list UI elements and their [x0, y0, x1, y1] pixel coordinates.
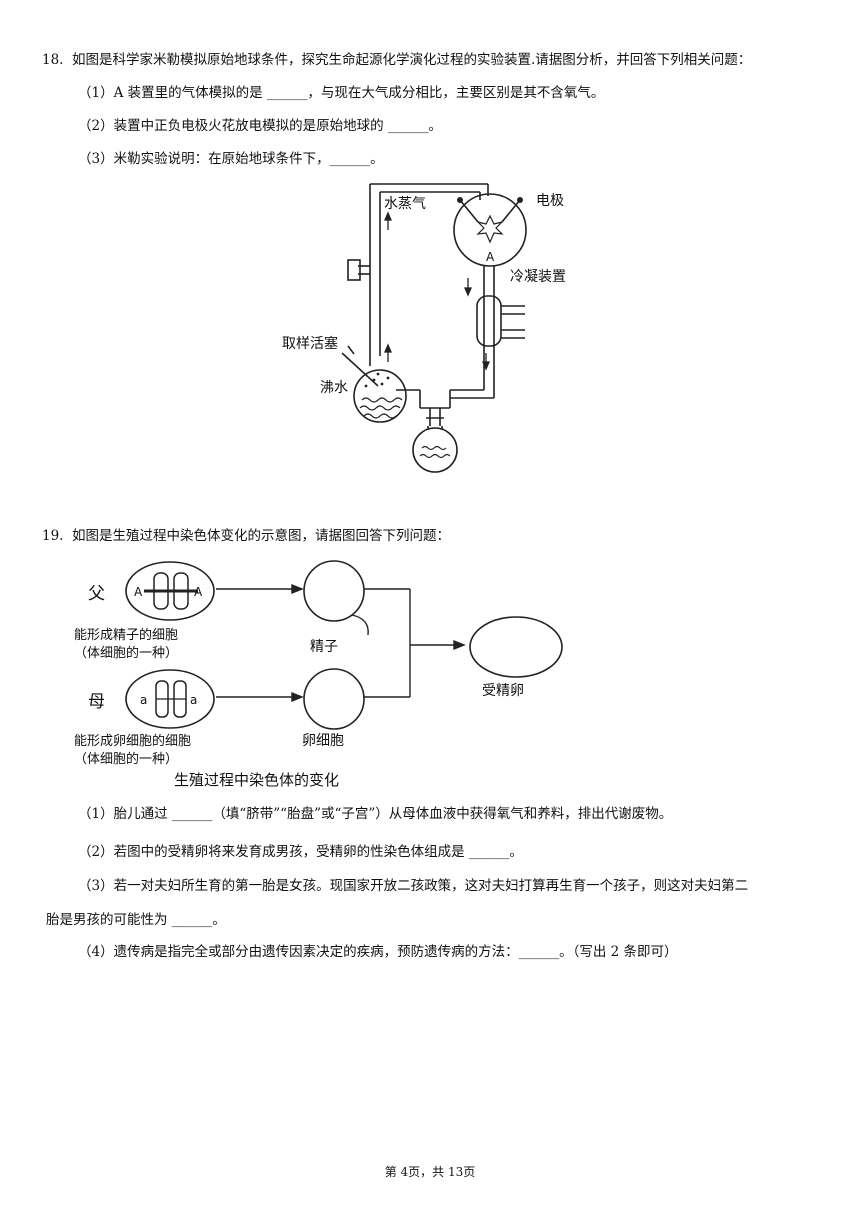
mother-gene-right: a	[190, 693, 197, 707]
q19-sub1: （1）胎儿通过 ______（填“脐带”“胎盘”或“子宫”）从母体血液中获得氧气…	[78, 806, 673, 822]
q19-stem: 19. 如图是生殖过程中染色体变化的示意图，请据图回答下列问题：	[42, 526, 450, 546]
label-mother-cell-line2: （体细胞的一种）	[74, 751, 178, 767]
q18-stem-text: 如图是科学家米勒模拟原始地球条件，探究生命起源化学演化过程的实验装置.请据图分析…	[72, 52, 752, 68]
label-egg: 卵细胞	[302, 733, 344, 749]
spark-icon	[476, 214, 504, 244]
q19-sub4: （4）遗传病是指完全或部分由遗传因素决定的疾病，预防遗传病的方法：______。…	[78, 944, 678, 960]
mother-cell	[125, 669, 215, 729]
label-boiling-water: 沸水	[320, 380, 348, 396]
label-father-cell-line2: （体细胞的一种）	[74, 645, 178, 661]
q19-sub3-line1: （3）若一对夫妇所生育的第一胎是女孩。现国家开放二孩政策，这对夫妇打算再生育一个…	[78, 878, 749, 894]
father-cell	[125, 561, 215, 621]
boiling-water-waves	[359, 397, 403, 419]
q19-number: 19.	[42, 528, 64, 544]
label-condenser: 冷凝装置	[510, 269, 566, 285]
arrow-to-egg	[291, 691, 304, 703]
q19-sub2: （2）若图中的受精卵将来发育成男孩，受精卵的性染色体组成是 ______。	[78, 844, 523, 860]
q18-sub2: （2）装置中正负电极火花放电模拟的是原始地球的 ______。	[78, 118, 442, 134]
label-father-cell-line1: 能形成精子的细胞	[74, 627, 178, 643]
father-gene-right: A	[194, 585, 203, 599]
q19-sub3-line2: 胎是男孩的可能性为 ______。	[46, 912, 226, 928]
egg-cell	[303, 668, 365, 730]
q18-number: 18.	[42, 52, 64, 68]
electrode-left	[459, 199, 479, 223]
q19-stem-text: 如图是生殖过程中染色体变化的示意图，请据图回答下列问题：	[72, 528, 450, 544]
collection-flask	[412, 427, 458, 473]
mother-gene-left: a	[140, 693, 147, 707]
label-sampling-valve: 取样活塞	[282, 335, 338, 352]
arrow-to-sperm	[291, 583, 304, 595]
label-mother: 母	[88, 692, 105, 712]
sampling-stopcock	[341, 352, 379, 387]
label-a: A	[486, 250, 495, 264]
label-sperm: 精子	[310, 639, 338, 655]
q18-stem: 18. 如图是科学家米勒模拟原始地球条件，探究生命起源化学演化过程的实验装置.请据…	[42, 50, 751, 70]
q18-sub1: （1）A 装置里的气体模拟的是 ______，与现在大气成分相比，主要区别是其不…	[78, 85, 605, 101]
zygote-cell	[469, 616, 563, 678]
figure-caption: 生殖过程中染色体的变化	[174, 771, 339, 789]
label-father: 父	[88, 584, 105, 604]
electrode-right	[501, 199, 521, 223]
condenser	[476, 295, 502, 347]
father-gene-left: A	[134, 585, 143, 599]
label-zygote: 受精卵	[482, 683, 524, 699]
boiling-flask	[353, 369, 407, 423]
chromosome-reproduction-figure: 父 母 A A a a 能形成精子的细胞 （体细胞的一种） 能形成卵细胞的细胞 …	[74, 560, 563, 789]
miller-apparatus-figure: 水蒸气 电极 A 冷凝装置 取样活塞 沸水	[282, 183, 566, 473]
flask-a	[453, 193, 527, 267]
side-tap	[347, 259, 361, 281]
label-steam: 水蒸气	[384, 196, 426, 212]
page-footer: 第 4页，共 13页	[384, 1165, 476, 1179]
sperm-tail	[351, 614, 369, 636]
bubbles	[364, 372, 390, 388]
label-electrode: 电极	[536, 193, 564, 209]
arrow-to-zygote	[453, 639, 466, 651]
sperm-cell	[303, 560, 365, 622]
label-mother-cell-line1: 能形成卵细胞的细胞	[74, 733, 191, 749]
q18-sub3: （3）米勒实验说明：在原始地球条件下，______。	[78, 151, 384, 167]
